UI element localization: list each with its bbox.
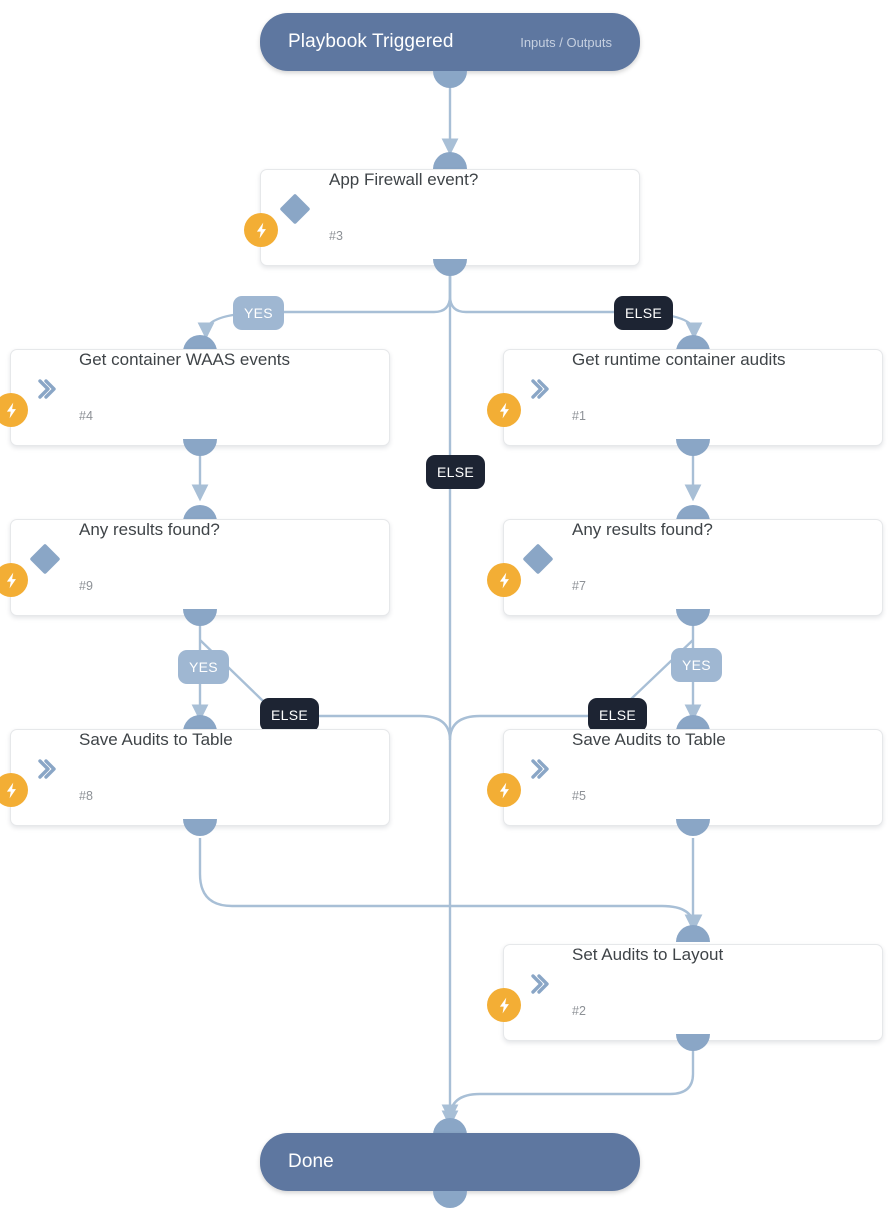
branch-label-else-top-right[interactable]: ELSE [614,296,673,330]
save-left-input-port[interactable] [183,715,217,732]
chevron-icon [33,757,57,781]
results-right-output-port[interactable] [676,609,710,626]
node-save-right[interactable]: Save Audits to Table #5 [487,729,883,826]
end-node-label: Done [288,1151,334,1172]
node-id-label: #4 [79,409,93,423]
done-input-port[interactable] [433,1118,467,1135]
node-title: Any results found? [79,520,220,539]
start-node-output-port[interactable] [433,71,467,88]
node-id-label: #5 [572,789,586,803]
lightning-bolt-icon [244,213,278,247]
set-layout-input-port[interactable] [676,925,710,942]
branch-label-yes-top-left[interactable]: YES [233,296,284,330]
branch-label-else-mid-left[interactable]: ELSE [260,698,319,732]
chevron-icon [526,377,550,401]
node-title: App Firewall event? [329,170,479,189]
node-title: Get runtime container audits [572,350,786,369]
save-right-input-port[interactable] [676,715,710,732]
end-node-output-port[interactable] [433,1191,467,1208]
node-id-label: #2 [572,1004,586,1018]
node-title: Set Audits to Layout [572,945,724,964]
runtime-audits-input-port[interactable] [676,335,710,352]
node-title: Get container WAAS events [79,350,291,369]
branch-label-yes-mid-left[interactable]: YES [178,650,229,684]
lightning-bolt-icon [487,563,521,597]
waas-events-input-port[interactable] [183,335,217,352]
node-id-label: #3 [329,229,343,243]
chevron-icon [526,757,550,781]
diamond-icon [522,543,554,575]
branch-label-yes-mid-right[interactable]: YES [671,648,722,682]
save-right-output-port[interactable] [676,819,710,836]
save-left-output-port[interactable] [183,819,217,836]
lightning-bolt-icon [487,773,521,807]
lightning-bolt-icon [0,773,28,807]
node-id-label: #8 [79,789,93,803]
node-id-label: #9 [79,579,93,593]
node-title: Any results found? [572,520,713,539]
node-waas-events[interactable]: Get container WAAS events #4 [0,349,390,446]
lightning-bolt-icon [487,393,521,427]
firewall-check-input-port[interactable] [433,152,467,169]
node-save-left[interactable]: Save Audits to Table #8 [0,729,390,826]
node-results-left[interactable]: Any results found? #9 [0,519,390,616]
end-node[interactable]: Done [260,1133,640,1191]
firewall-check-output-port[interactable] [433,259,467,276]
diamond-icon [279,193,311,225]
start-node-io-label: Inputs / Outputs [520,34,612,50]
start-node-label: Playbook Triggered [288,31,454,52]
runtime-audits-output-port[interactable] [676,439,710,456]
results-left-input-port[interactable] [183,505,217,522]
node-title: Save Audits to Table [572,730,726,749]
lightning-bolt-icon [0,563,28,597]
lightning-bolt-icon [487,988,521,1022]
results-right-input-port[interactable] [676,505,710,522]
start-node[interactable]: Playbook Triggered Inputs / Outputs [260,13,640,71]
lightning-bolt-icon [0,393,28,427]
branch-label-else-top-center[interactable]: ELSE [426,455,485,489]
node-title: Save Audits to Table [79,730,233,749]
results-left-output-port[interactable] [183,609,217,626]
node-firewall-check[interactable]: App Firewall event? #3 [244,169,640,266]
chevron-icon [526,972,550,996]
node-runtime-audits[interactable]: Get runtime container audits #1 [487,349,883,446]
set-layout-output-port[interactable] [676,1034,710,1051]
node-id-label: #1 [572,409,586,423]
node-set-layout[interactable]: Set Audits to Layout #2 [487,944,883,1041]
branch-label-else-mid-right[interactable]: ELSE [588,698,647,732]
chevron-icon [33,377,57,401]
node-results-right[interactable]: Any results found? #7 [487,519,883,616]
diamond-icon [29,543,61,575]
node-id-label: #7 [572,579,586,593]
waas-events-output-port[interactable] [183,439,217,456]
